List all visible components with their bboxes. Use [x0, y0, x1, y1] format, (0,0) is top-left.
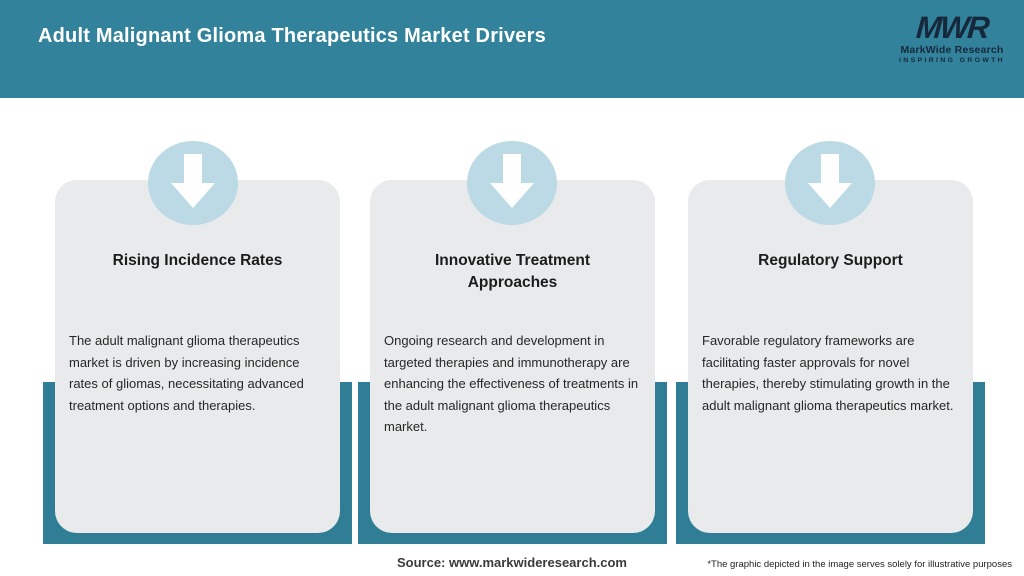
source-attribution: Source: www.markwideresearch.com	[396, 555, 627, 570]
down-arrow-icon	[171, 154, 215, 208]
logo-company-name: MarkWide Research	[900, 44, 1004, 56]
arrow-badge	[148, 141, 238, 225]
markwide-research-logo: MWR MarkWide Research INSPIRING GROWTH	[896, 10, 1008, 65]
card-title: Innovative Treatment Approaches	[434, 252, 591, 291]
arrow-badge	[467, 141, 557, 225]
card-title: Rising Incidence Rates	[112, 252, 283, 269]
card-description: The adult malignant glioma therapeutics …	[69, 333, 304, 413]
driver-card-innovative-treatment: Innovative Treatment Approaches Ongoing …	[370, 180, 655, 533]
logo-tagline: INSPIRING GROWTH	[899, 57, 1005, 64]
card-title: Regulatory Support	[758, 252, 903, 269]
down-arrow-icon	[808, 154, 852, 208]
page-title: Adult Malignant Glioma Therapeutics Mark…	[38, 25, 546, 47]
card-description: Ongoing research and development in targ…	[384, 333, 639, 434]
driver-card-regulatory-support: Regulatory Support Favorable regulatory …	[688, 180, 973, 533]
driver-card-rising-incidence: Rising Incidence Rates The adult maligna…	[55, 180, 340, 533]
arrow-badge	[785, 141, 875, 225]
header-bar: Adult Malignant Glioma Therapeutics Mark…	[0, 0, 1024, 98]
logo-mwr-monogram: MWR	[915, 10, 989, 45]
card-description: Favorable regulatory frameworks are faci…	[702, 333, 954, 413]
down-arrow-icon	[490, 154, 534, 208]
disclaimer-note: *The graphic depicted in the image serve…	[707, 559, 1012, 570]
